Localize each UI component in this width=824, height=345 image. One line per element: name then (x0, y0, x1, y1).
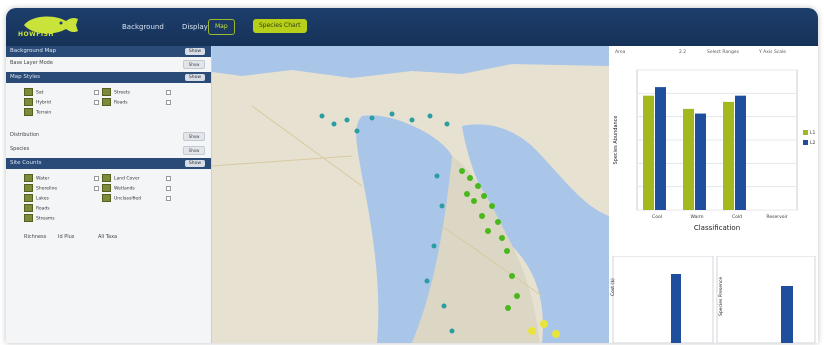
legend-swatch (803, 140, 808, 145)
layer-swatch-icon (24, 204, 33, 212)
x-tick-label: Reservoir (766, 214, 787, 220)
top-navigation-bar: HOWFISH Background Display Map Species C… (6, 8, 818, 46)
detection-layer-item[interactable]: Water (24, 174, 49, 182)
presence-axis-label: Species Presence (719, 276, 724, 316)
layer-swatch-icon (24, 214, 33, 222)
row-species: Species Show (6, 144, 211, 155)
row-radio-options: Richness Id Plus All Taxa (6, 232, 211, 242)
layer-swatch-icon (102, 88, 111, 96)
lower-charts (612, 256, 816, 343)
base-layer-item[interactable]: Hybrid (24, 98, 51, 106)
radio-all-taxa[interactable]: All Taxa (98, 234, 118, 240)
species-chart-toggle[interactable]: Species Chart (253, 19, 307, 33)
legend-swatch (803, 130, 808, 135)
layer-checkbox[interactable] (166, 100, 171, 105)
y-axis-label: Species Abundance (613, 116, 619, 165)
row-distribution: Distribution Show (6, 130, 211, 141)
header-label: 2.2 (679, 50, 687, 55)
layer-swatch-icon (24, 88, 33, 96)
legend-label: L1 (810, 130, 816, 136)
layer-swatch-icon (24, 184, 33, 192)
base-layer-item[interactable]: Sat (24, 88, 43, 96)
chart-panel: Area 2.2 Select Ranges Y Axis Scale Cool… (609, 46, 818, 343)
cost-axis-label: Cost ($) (611, 278, 616, 296)
layer-checkbox[interactable] (166, 176, 171, 181)
layer-swatch-icon (24, 98, 33, 106)
fish-logo-icon[interactable] (16, 11, 111, 43)
section-detections[interactable]: Site Counts Show (6, 158, 211, 169)
layer-checkbox[interactable] (94, 100, 99, 105)
base-layer-item[interactable]: Terrain (24, 108, 51, 116)
app-window: HOWFISH Background Display Map Species C… (6, 8, 818, 343)
nav-display[interactable]: Display (182, 23, 208, 31)
bar (683, 108, 694, 210)
base-layer-item[interactable]: Streets (102, 88, 130, 96)
layer-checkbox[interactable] (94, 186, 99, 191)
detection-layer-item[interactable]: Shoreline (24, 184, 57, 192)
layer-checkbox[interactable] (166, 196, 171, 201)
detection-layer-item[interactable]: Streams (24, 214, 55, 222)
bar (695, 113, 706, 210)
bar (735, 95, 746, 210)
x-tick-label: Cool (652, 214, 662, 220)
layer-swatch-icon (102, 184, 111, 192)
show-button[interactable]: Show (185, 74, 205, 81)
section-map-styles[interactable]: Map Styles Show (6, 72, 211, 83)
show-button[interactable]: Show (183, 146, 205, 155)
cost-bar (671, 274, 681, 343)
x-tick-label: Cold (732, 214, 742, 220)
legend-label: L2 (810, 140, 816, 146)
detection-layer-item[interactable]: Unclassified (102, 194, 141, 202)
header-label[interactable]: Y Axis Scale (759, 50, 787, 55)
header-label[interactable]: Select Ranges (707, 50, 739, 55)
settings-sidebar: Background Map Show Base Layer Mode Show… (6, 46, 212, 343)
layer-swatch-icon (102, 174, 111, 182)
bar (655, 87, 666, 210)
layer-checkbox[interactable] (166, 90, 171, 95)
show-button[interactable]: Show (183, 60, 205, 69)
show-button[interactable]: Show (183, 132, 205, 141)
radio-richness[interactable]: Richness (24, 234, 47, 240)
layer-checkbox[interactable] (166, 186, 171, 191)
nav-background[interactable]: Background (122, 23, 164, 31)
layer-swatch-icon (102, 194, 111, 202)
row-base-layer-mode: Base Layer Mode Show (6, 58, 211, 69)
x-tick-label: Warm (690, 214, 703, 220)
layer-checkbox[interactable] (94, 90, 99, 95)
detection-layer-item[interactable]: Land Cover (102, 174, 140, 182)
layer-swatch-icon (24, 174, 33, 182)
show-button[interactable]: Show (185, 160, 205, 167)
logo-text: HOWFISH (18, 31, 54, 38)
map-toggle[interactable]: Map (208, 19, 235, 35)
layer-swatch-icon (24, 194, 33, 202)
detection-layer-item[interactable]: Lakes (24, 194, 49, 202)
bar (723, 101, 734, 210)
presence-bar (781, 286, 793, 343)
layer-checkbox[interactable] (94, 176, 99, 181)
layer-swatch-icon (24, 108, 33, 116)
detection-layer-item[interactable]: Wetlands (102, 184, 135, 192)
michigan-map[interactable] (212, 46, 609, 343)
x-axis-label: Classification (694, 224, 740, 232)
show-button[interactable]: Show (185, 48, 205, 55)
detection-layer-item[interactable]: Roads (24, 204, 50, 212)
bar (643, 95, 654, 210)
section-background-map[interactable]: Background Map Show (6, 46, 211, 57)
layer-swatch-icon (102, 98, 111, 106)
header-label: Area (615, 50, 626, 55)
radio-id-plus[interactable]: Id Plus (58, 234, 75, 240)
base-layer-item[interactable]: Roads (102, 98, 128, 106)
